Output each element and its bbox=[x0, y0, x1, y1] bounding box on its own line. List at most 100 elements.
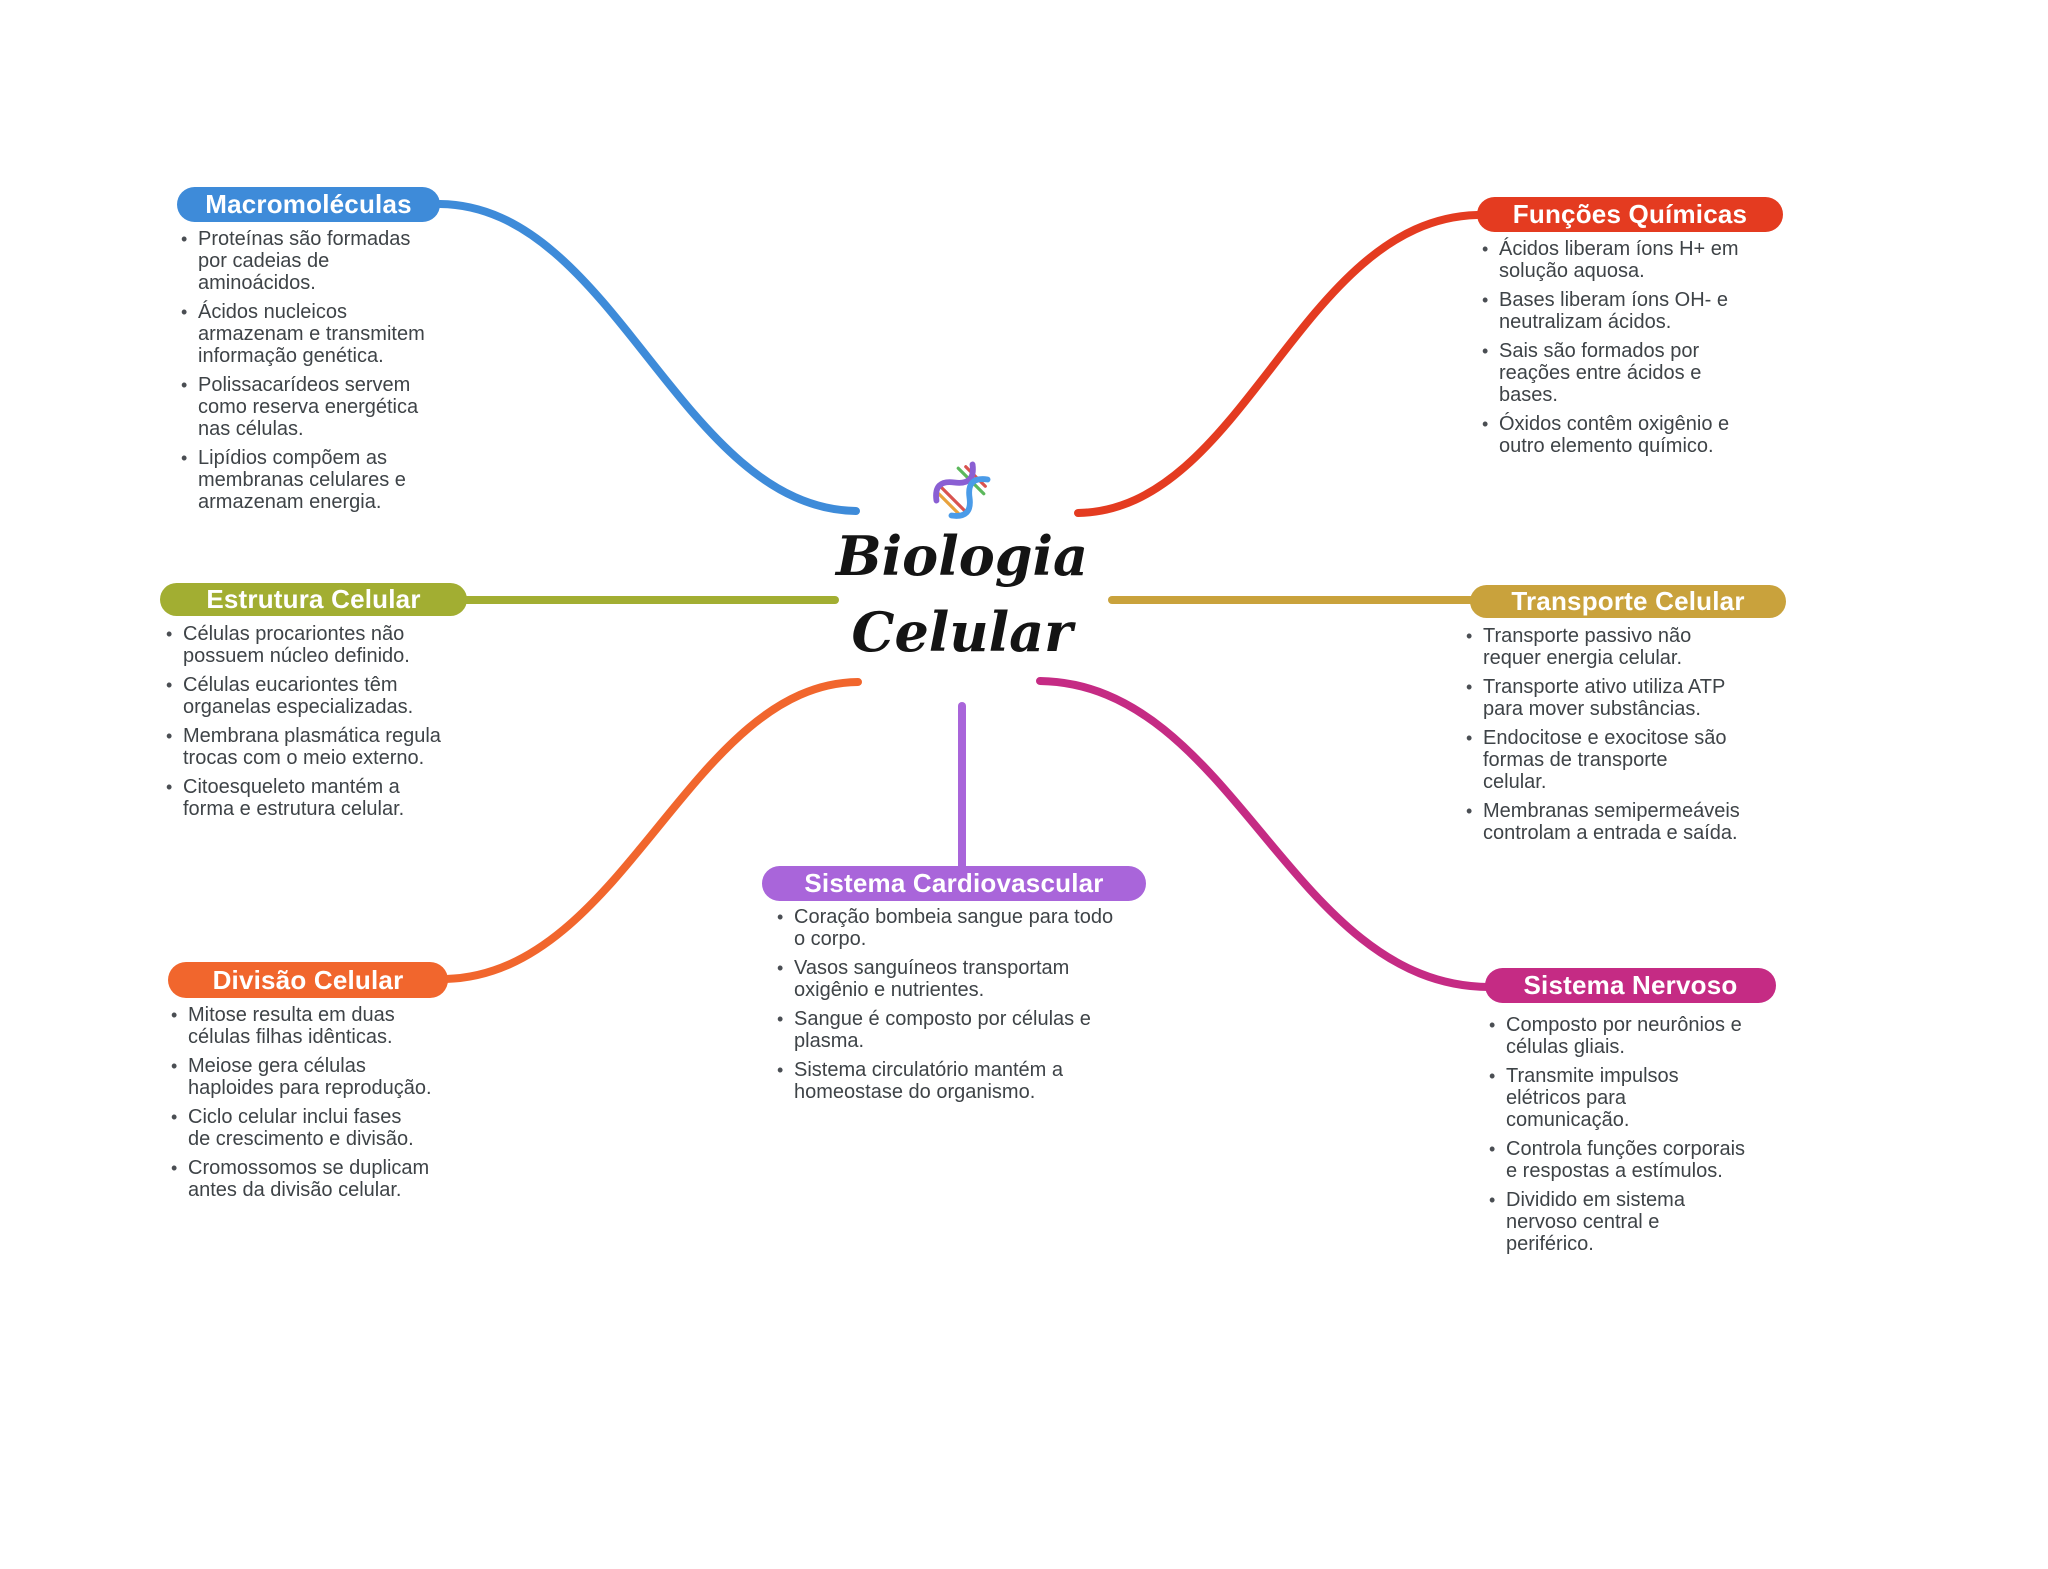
dna-icon bbox=[928, 456, 996, 524]
bullet-dot-icon: • bbox=[777, 1060, 784, 1080]
branch-pill-divisao-celular: Divisão Celular bbox=[168, 962, 448, 998]
bullet-dot-icon: • bbox=[166, 624, 173, 644]
branch-label: Transporte Celular bbox=[1511, 586, 1745, 616]
bullet-text: Vasos sanguíneos transportam oxigênio e … bbox=[794, 957, 1070, 1001]
branch-pill-sistema-cardiovascular: Sistema Cardiovascular bbox=[762, 866, 1146, 901]
bullet-dot-icon: • bbox=[171, 1005, 178, 1025]
bullet-item: • Sangue é composto por células e plasma… bbox=[777, 1008, 1207, 1052]
branch-label: Divisão Celular bbox=[212, 964, 404, 995]
bullet-text: Sistema circulatório mantém a homeostase… bbox=[794, 1059, 1063, 1103]
bullet-item: • Ciclo celular inclui fases de crescime… bbox=[171, 1106, 511, 1150]
bullet-dot-icon: • bbox=[1482, 239, 1489, 259]
bullet-dot-icon: • bbox=[181, 229, 188, 249]
bullet-dot-icon: • bbox=[777, 907, 784, 927]
bullet-item: • Dividido em sistema nervoso central e … bbox=[1489, 1189, 1819, 1255]
bullet-text: Controla funções corporais e respostas a… bbox=[1506, 1138, 1746, 1182]
bullet-text: Transporte passivo não requer energia ce… bbox=[1483, 625, 1692, 669]
central-title-line2: Celular bbox=[851, 600, 1073, 664]
bullet-text: Ciclo celular inclui fases de cresciment… bbox=[188, 1106, 414, 1150]
bullet-text: Transporte ativo utiliza ATP para mover … bbox=[1483, 676, 1726, 720]
bullet-text: Citoesqueleto mantém a forma e estrutura… bbox=[183, 776, 405, 820]
bullet-item: • Lipídios compõem as membranas celulare… bbox=[181, 447, 501, 513]
bullet-item: • Citoesqueleto mantém a forma e estrutu… bbox=[166, 776, 506, 820]
bullet-item: • Endocitose e exocitose são formas de t… bbox=[1466, 727, 1816, 793]
bullet-item: • Transporte ativo utiliza ATP para move… bbox=[1466, 676, 1816, 720]
bullet-dot-icon: • bbox=[777, 1009, 784, 1029]
bullet-text: Óxidos contêm oxigênio e outro elemento … bbox=[1499, 413, 1730, 457]
bullet-dot-icon: • bbox=[171, 1158, 178, 1178]
branch-label: Sistema Nervoso bbox=[1523, 970, 1738, 1000]
branch-label: Sistema Cardiovascular bbox=[804, 868, 1104, 898]
bullet-dot-icon: • bbox=[1482, 290, 1489, 310]
bullet-item: • Membrana plasmática regula trocas com … bbox=[166, 725, 506, 769]
bullet-dot-icon: • bbox=[181, 302, 188, 322]
bullet-text: Bases liberam íons OH- e neutralizam áci… bbox=[1499, 289, 1728, 333]
branch-pill-transporte-celular: Transporte Celular bbox=[1470, 585, 1786, 618]
branch-pill-funcoes-quimicas: Funções Químicas bbox=[1477, 197, 1783, 232]
bullet-text: Sangue é composto por células e plasma. bbox=[794, 1008, 1091, 1052]
bullet-text: Membrana plasmática regula trocas com o … bbox=[183, 725, 441, 769]
bullet-item: • Composto por neurônios e células gliai… bbox=[1489, 1014, 1819, 1058]
bullet-text: Sais são formados por reações entre ácid… bbox=[1499, 340, 1702, 406]
bullet-item: • Bases liberam íons OH- e neutralizam á… bbox=[1482, 289, 1822, 333]
branch-bullets-estrutura-celular: • Células procariontes não possuem núcle… bbox=[166, 623, 506, 827]
branch-bullets-funcoes-quimicas: • Ácidos liberam íons H+ em solução aquo… bbox=[1482, 238, 1822, 464]
bullet-dot-icon: • bbox=[1489, 1015, 1496, 1035]
bullet-dot-icon: • bbox=[166, 777, 173, 797]
connector-funcoes-quimicas bbox=[1074, 211, 1481, 517]
bullet-dot-icon: • bbox=[181, 375, 188, 395]
branch-bullets-transporte-celular: • Transporte passivo não requer energia … bbox=[1466, 625, 1816, 851]
connector-sistema-nervoso bbox=[1036, 677, 1493, 991]
branch-pill-sistema-nervoso: Sistema Nervoso bbox=[1485, 968, 1776, 1003]
bullet-text: Endocitose e exocitose são formas de tra… bbox=[1483, 727, 1727, 793]
branch-bullets-sistema-cardiovascular: • Coração bombeia sangue para todo o cor… bbox=[777, 906, 1207, 1110]
connector-divisao-celular bbox=[442, 678, 862, 983]
bullet-dot-icon: • bbox=[1489, 1190, 1496, 1210]
bullet-item: • Cromossomos se duplicam antes da divis… bbox=[171, 1157, 511, 1201]
bullet-dot-icon: • bbox=[1466, 626, 1473, 646]
bullet-text: Transmite impulsos elétricos para comuni… bbox=[1506, 1065, 1679, 1131]
bullet-text: Membranas semipermeáveis controlam a ent… bbox=[1483, 800, 1740, 844]
bullet-item: • Células eucariontes têm organelas espe… bbox=[166, 674, 506, 718]
bullet-item: • Polissacarídeos servem como reserva en… bbox=[181, 374, 501, 440]
bullet-dot-icon: • bbox=[1466, 728, 1473, 748]
bullet-dot-icon: • bbox=[166, 726, 173, 746]
branch-label: Macromoléculas bbox=[205, 189, 412, 219]
bullet-text: Ácidos liberam íons H+ em solução aquosa… bbox=[1499, 238, 1739, 282]
bullet-dot-icon: • bbox=[777, 958, 784, 978]
branch-label: Estrutura Celular bbox=[206, 584, 421, 614]
bullet-dot-icon: • bbox=[171, 1107, 178, 1127]
bullet-item: • Células procariontes não possuem núcle… bbox=[166, 623, 506, 667]
bullet-text: Cromossomos se duplicam antes da divisão… bbox=[188, 1157, 430, 1201]
bullet-item: • Controla funções corporais e respostas… bbox=[1489, 1138, 1819, 1182]
branch-bullets-sistema-nervoso: • Composto por neurônios e células gliai… bbox=[1489, 1014, 1819, 1262]
bullet-item: • Sistema circulatório mantém a homeosta… bbox=[777, 1059, 1207, 1103]
bullet-text: Lipídios compõem as membranas celulares … bbox=[198, 447, 406, 513]
connector-macromoleculas bbox=[436, 200, 860, 515]
bullet-text: Mitose resulta em duas células filhas id… bbox=[188, 1004, 395, 1048]
bullet-dot-icon: • bbox=[166, 675, 173, 695]
bullet-dot-icon: • bbox=[1482, 341, 1489, 361]
bullet-item: • Ácidos liberam íons H+ em solução aquo… bbox=[1482, 238, 1822, 282]
bullet-item: • Proteínas são formadas por cadeias de … bbox=[181, 228, 501, 294]
bullet-text: Composto por neurônios e células gliais. bbox=[1506, 1014, 1742, 1058]
bullet-text: Meiose gera células haploides para repro… bbox=[188, 1055, 432, 1099]
bullet-text: Células eucariontes têm organelas especi… bbox=[183, 674, 414, 718]
bullet-text: Coração bombeia sangue para todo o corpo… bbox=[794, 906, 1114, 950]
bullet-item: • Coração bombeia sangue para todo o cor… bbox=[777, 906, 1207, 950]
bullet-text: Dividido em sistema nervoso central e pe… bbox=[1506, 1189, 1685, 1255]
bullet-item: • Transporte passivo não requer energia … bbox=[1466, 625, 1816, 669]
bullet-dot-icon: • bbox=[1489, 1066, 1496, 1086]
bullet-text: Proteínas são formadas por cadeias de am… bbox=[198, 228, 411, 294]
bullet-text: Células procariontes não possuem núcleo … bbox=[183, 623, 410, 667]
bullet-item: • Vasos sanguíneos transportam oxigênio … bbox=[777, 957, 1207, 1001]
central-topic: Biologia Celular bbox=[742, 518, 1182, 670]
bullet-text: Polissacarídeos servem como reserva ener… bbox=[198, 374, 419, 440]
bullet-item: • Óxidos contêm oxigênio e outro element… bbox=[1482, 413, 1822, 457]
branch-bullets-macromoleculas: • Proteínas são formadas por cadeias de … bbox=[181, 228, 501, 520]
bullet-item: • Meiose gera células haploides para rep… bbox=[171, 1055, 511, 1099]
bullet-item: • Membranas semipermeáveis controlam a e… bbox=[1466, 800, 1816, 844]
branch-label: Funções Químicas bbox=[1512, 199, 1748, 229]
bullet-item: • Ácidos nucleicos armazenam e transmite… bbox=[181, 301, 501, 367]
